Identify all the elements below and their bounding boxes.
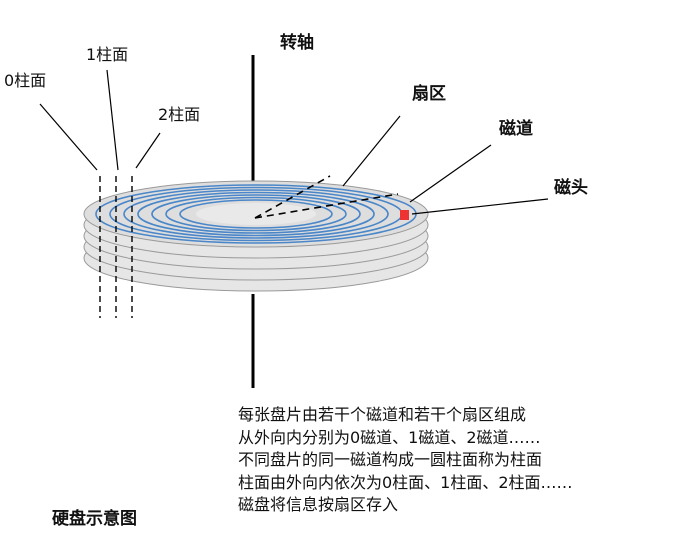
leader-cylinder-1 — [106, 69, 119, 171]
track-label: 磁道 — [499, 119, 533, 139]
head-label: 磁头 — [554, 178, 588, 198]
cylinder-2-label: 2柱面 — [158, 105, 201, 124]
track-ring — [123, 189, 389, 239]
disk-head-marker — [400, 210, 409, 220]
description-line: 每张盘片由若干个磁道和若干个扇区组成 — [238, 405, 527, 424]
track-ring — [151, 194, 361, 234]
sector-boundary-2 — [254, 193, 399, 219]
sector-label: 扇区 — [412, 84, 446, 104]
description-line: 柱面由外向内依次为0柱面、1柱面、2柱面…… — [238, 472, 573, 492]
leader-head — [411, 198, 549, 215]
sector-boundary-1 — [254, 175, 331, 219]
track-ring — [179, 199, 333, 229]
platter-hub — [196, 203, 316, 225]
spindle-label: 转轴 — [280, 33, 314, 53]
leader-track — [409, 144, 492, 203]
leader-cylinder-0 — [39, 103, 98, 171]
leader-lines — [39, 69, 549, 215]
description-text: 每张盘片由若干个磁道和若干个扇区组成 从外向内分别为0磁道、1磁道、2磁道…… … — [238, 404, 573, 517]
track-ring — [137, 191, 375, 237]
description-line: 从外向内分别为0磁道、1磁道、2磁道…… — [238, 427, 541, 447]
cylinder-1-label: 1柱面 — [86, 45, 129, 64]
leader-sector — [342, 115, 401, 187]
leader-cylinder-2 — [135, 132, 161, 169]
description-line: 磁盘将信息按扇区存入 — [238, 495, 399, 514]
cylinder-lines — [99, 176, 133, 318]
diagram-caption: 硬盘示意图 — [52, 509, 137, 529]
description-line: 不同盘片的同一磁道构成一圆柱面称为柱面 — [238, 450, 543, 469]
track-ring — [165, 196, 347, 232]
cylinder-0-label: 0柱面 — [4, 71, 47, 90]
